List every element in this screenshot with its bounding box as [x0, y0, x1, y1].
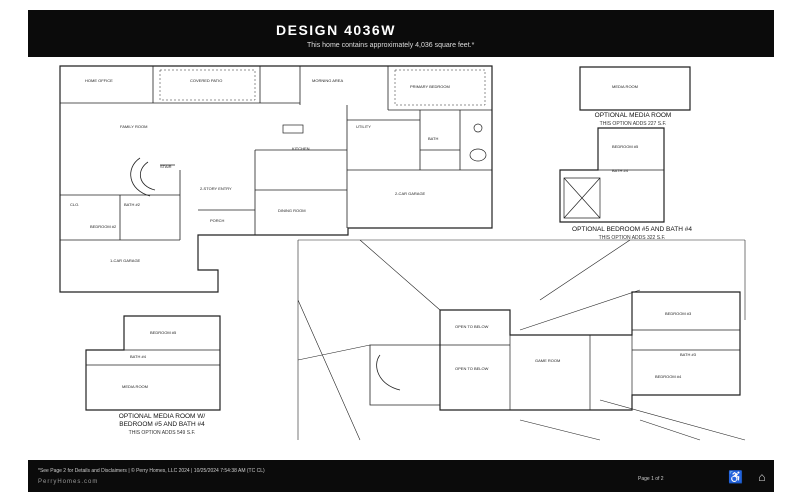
footer-icons: ♿ ⌂ — [728, 470, 766, 484]
caption-media-bedroom-title-1: OPTIONAL MEDIA ROOM W/ — [118, 413, 206, 420]
footer-disclaimer: *See Page 2 for Details and Disclaimers … — [38, 468, 265, 474]
label-option-bath4: BATH #4 — [612, 168, 629, 173]
caption-bedroom5-title: OPTIONAL BEDROOM #5 AND BATH #4 — [572, 226, 692, 233]
label-combo-bath4: BATH #4 — [130, 354, 147, 359]
label-bath: BATH — [428, 136, 438, 141]
label-home-office: HOME OFFICE — [85, 78, 113, 83]
header-bar: DESIGN 4036W This home contains approxim… — [28, 10, 774, 57]
label-bath-3: BATH #3 — [680, 352, 697, 357]
footer-bar: *See Page 2 for Details and Disclaimers … — [28, 460, 774, 492]
label-bedroom-4: BEDROOM #4 — [655, 374, 682, 379]
second-floor-outline — [439, 291, 741, 411]
caption-bedroom5: OPTIONAL BEDROOM #5 AND BATH #4 THIS OPT… — [516, 226, 748, 242]
equal-housing-icon: ⌂ — [758, 470, 766, 484]
footer-brand: PerryHomes.com — [38, 479, 99, 485]
accessibility-icon: ♿ — [728, 470, 743, 484]
label-open-to-below-2: OPEN TO BELOW — [455, 366, 489, 371]
bedroom5-outline — [559, 127, 665, 223]
label-kitchen: KITCHEN — [292, 146, 310, 151]
caption-media-room-adds: THIS OPTION ADDS 227 S.F. — [599, 121, 667, 127]
first-floor-outline — [59, 65, 493, 293]
label-option-media-room: MEDIA ROOM — [612, 84, 638, 89]
label-bedroom-3: BEDROOM #3 — [665, 311, 692, 316]
caption-media-bedroom-title-2: BEDROOM #5 AND BATH #4 — [119, 421, 205, 428]
caption-media-room: OPTIONAL MEDIA ROOM THIS OPTION ADDS 227… — [558, 112, 708, 128]
label-family-room: FAMILY ROOM — [120, 124, 147, 129]
label-utility: UTILITY — [356, 124, 371, 129]
media-room-outline — [579, 66, 691, 111]
label-primary-bedroom: PRIMARY BEDROOM — [410, 84, 450, 89]
caption-media-room-title: OPTIONAL MEDIA ROOM — [594, 112, 672, 119]
label-option-bedroom5: BEDROOM #5 — [612, 144, 639, 149]
label-game-room: GAME ROOM — [535, 358, 560, 363]
page-indicator: Page 1 of 2 — [638, 476, 664, 482]
label-open-to-below-1: OPEN TO BELOW — [455, 324, 489, 329]
square-footage-note: This home contains approximately 4,036 s… — [307, 42, 475, 49]
label-2car-garage: 2-CAR GARAGE — [395, 191, 426, 196]
label-porch: PORCH — [210, 218, 225, 223]
caption-bedroom5-adds: THIS OPTION ADDS 322 S.F. — [598, 235, 666, 241]
label-stair: STAIR — [160, 164, 172, 169]
label-entry: 2-STORY ENTRY — [200, 186, 232, 191]
caption-media-bedroom: OPTIONAL MEDIA ROOM W/ BEDROOM #5 AND BA… — [62, 413, 262, 437]
label-bedroom-2: BEDROOM #2 — [90, 224, 117, 229]
label-bath-2: BATH #2 — [124, 202, 141, 207]
design-title: DESIGN 4036W — [276, 22, 396, 38]
label-closet: CLO. — [70, 202, 79, 207]
label-1car-garage: 1-CAR GARAGE — [110, 258, 141, 263]
label-covered-patio: COVERED PATIO — [190, 78, 222, 83]
label-combo-media-room: MEDIA ROOM — [122, 384, 148, 389]
label-dining-room: DINING ROOM — [278, 208, 306, 213]
label-morning-area: MORNING AREA — [312, 78, 343, 83]
caption-media-bedroom-adds: THIS OPTION ADDS 549 S.F. — [128, 430, 196, 436]
label-combo-bedroom5: BEDROOM #5 — [150, 330, 177, 335]
